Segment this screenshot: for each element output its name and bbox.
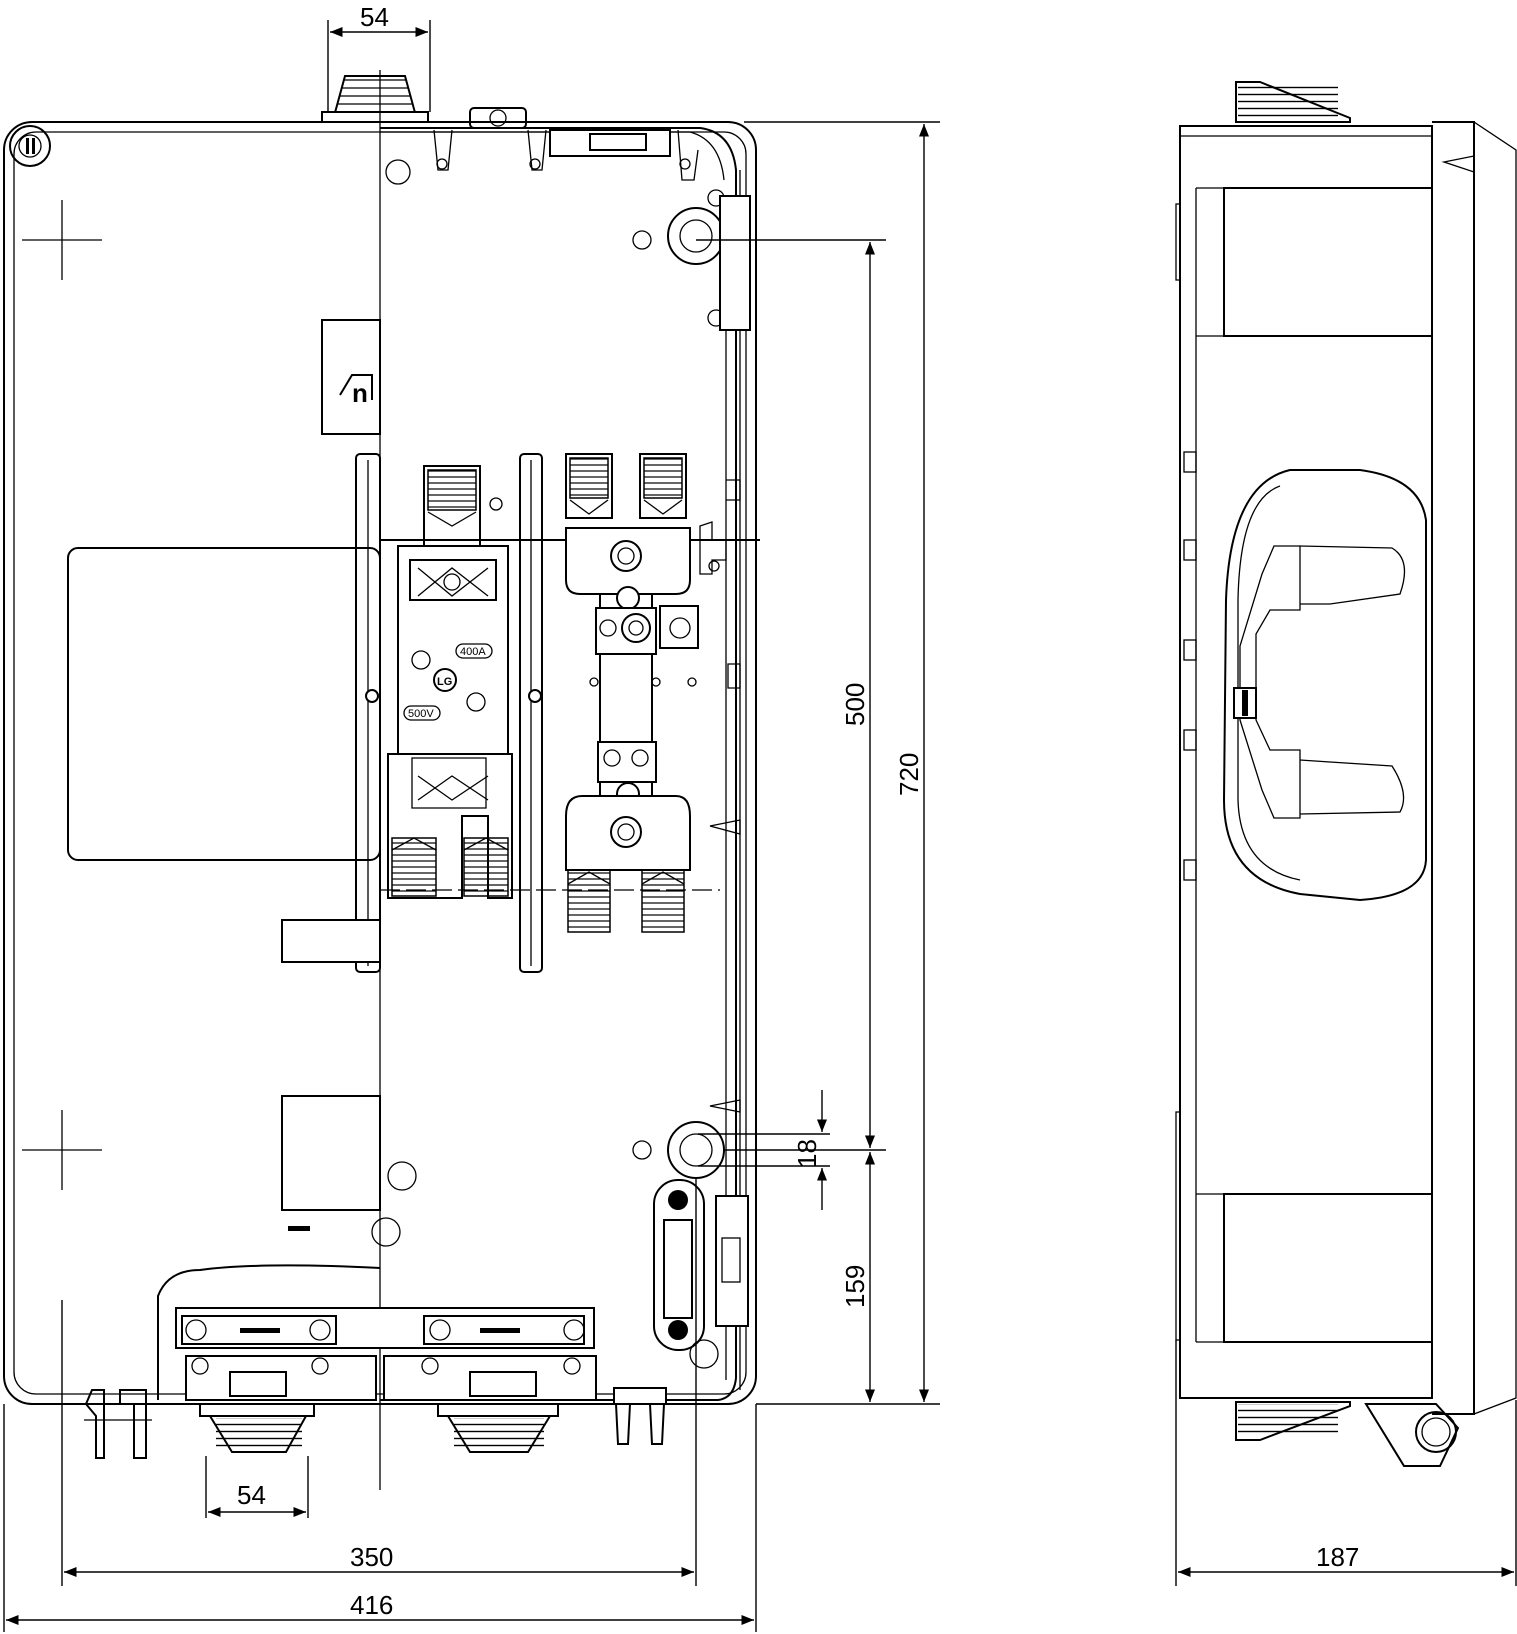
right-rail-clips bbox=[699, 479, 741, 1113]
dim-mounting-width: 350 bbox=[350, 1542, 393, 1572]
fuse-switch-disconnector: LG 400A 500V bbox=[380, 465, 760, 899]
side-bottom-gland bbox=[1235, 1401, 1351, 1441]
dim-overall-height: 720 bbox=[894, 753, 924, 796]
dim-top-gland: 54 bbox=[360, 2, 389, 32]
left-frame-bar bbox=[355, 453, 381, 973]
side-lid bbox=[1432, 121, 1475, 1415]
logo-text: n bbox=[352, 378, 368, 408]
top-screw-boss bbox=[469, 107, 527, 129]
logo-plate: n bbox=[321, 319, 381, 435]
hinge-latch bbox=[84, 1389, 152, 1459]
dim-overall-width: 416 bbox=[350, 1590, 393, 1620]
current-rating-label: 400A bbox=[460, 646, 486, 658]
side-hinge bbox=[1364, 1403, 1460, 1467]
front-dimensions: 54 54 350 416 720 500 159 18 bbox=[3, 2, 940, 1632]
voltage-rating-label: 500V bbox=[408, 708, 434, 720]
dim-depth: 187 bbox=[1316, 1542, 1359, 1572]
mounting-plate bbox=[380, 127, 737, 1401]
bottom-gland-plate bbox=[157, 1264, 719, 1401]
dim-hole-to-bottom: 159 bbox=[840, 1265, 870, 1308]
maker-mark: LG bbox=[437, 676, 452, 688]
mounting-crosshair-top bbox=[22, 200, 102, 280]
side-fuse-window bbox=[1222, 469, 1427, 902]
bottom-cable-gland-right bbox=[437, 1403, 559, 1453]
lid-screw-icon bbox=[9, 125, 51, 167]
fuse-link-holder bbox=[653, 1179, 749, 1351]
middle-frame-bar bbox=[519, 453, 543, 973]
dim-hole-diameter: 18 bbox=[792, 1139, 822, 1168]
front-view: n LG bbox=[3, 70, 760, 1490]
bottom-cable-gland-left bbox=[199, 1403, 315, 1453]
mounting-crosshair-bottom bbox=[22, 1110, 102, 1190]
busbar-terminal-block bbox=[380, 453, 720, 933]
side-dimensions: 187 bbox=[1175, 1340, 1517, 1586]
dim-mounting-height: 500 bbox=[840, 683, 870, 726]
document-pocket bbox=[67, 547, 381, 861]
dim-bottom-gland: 54 bbox=[237, 1480, 266, 1510]
mounting-hole-upper bbox=[632, 189, 751, 331]
plate-top-rail bbox=[380, 129, 725, 185]
side-view bbox=[1175, 81, 1517, 1467]
side-top-gland bbox=[1235, 81, 1351, 123]
bottom-cable-gland-small bbox=[613, 1387, 667, 1445]
top-cable-gland bbox=[321, 75, 429, 123]
lower-left-block bbox=[281, 1095, 381, 1211]
